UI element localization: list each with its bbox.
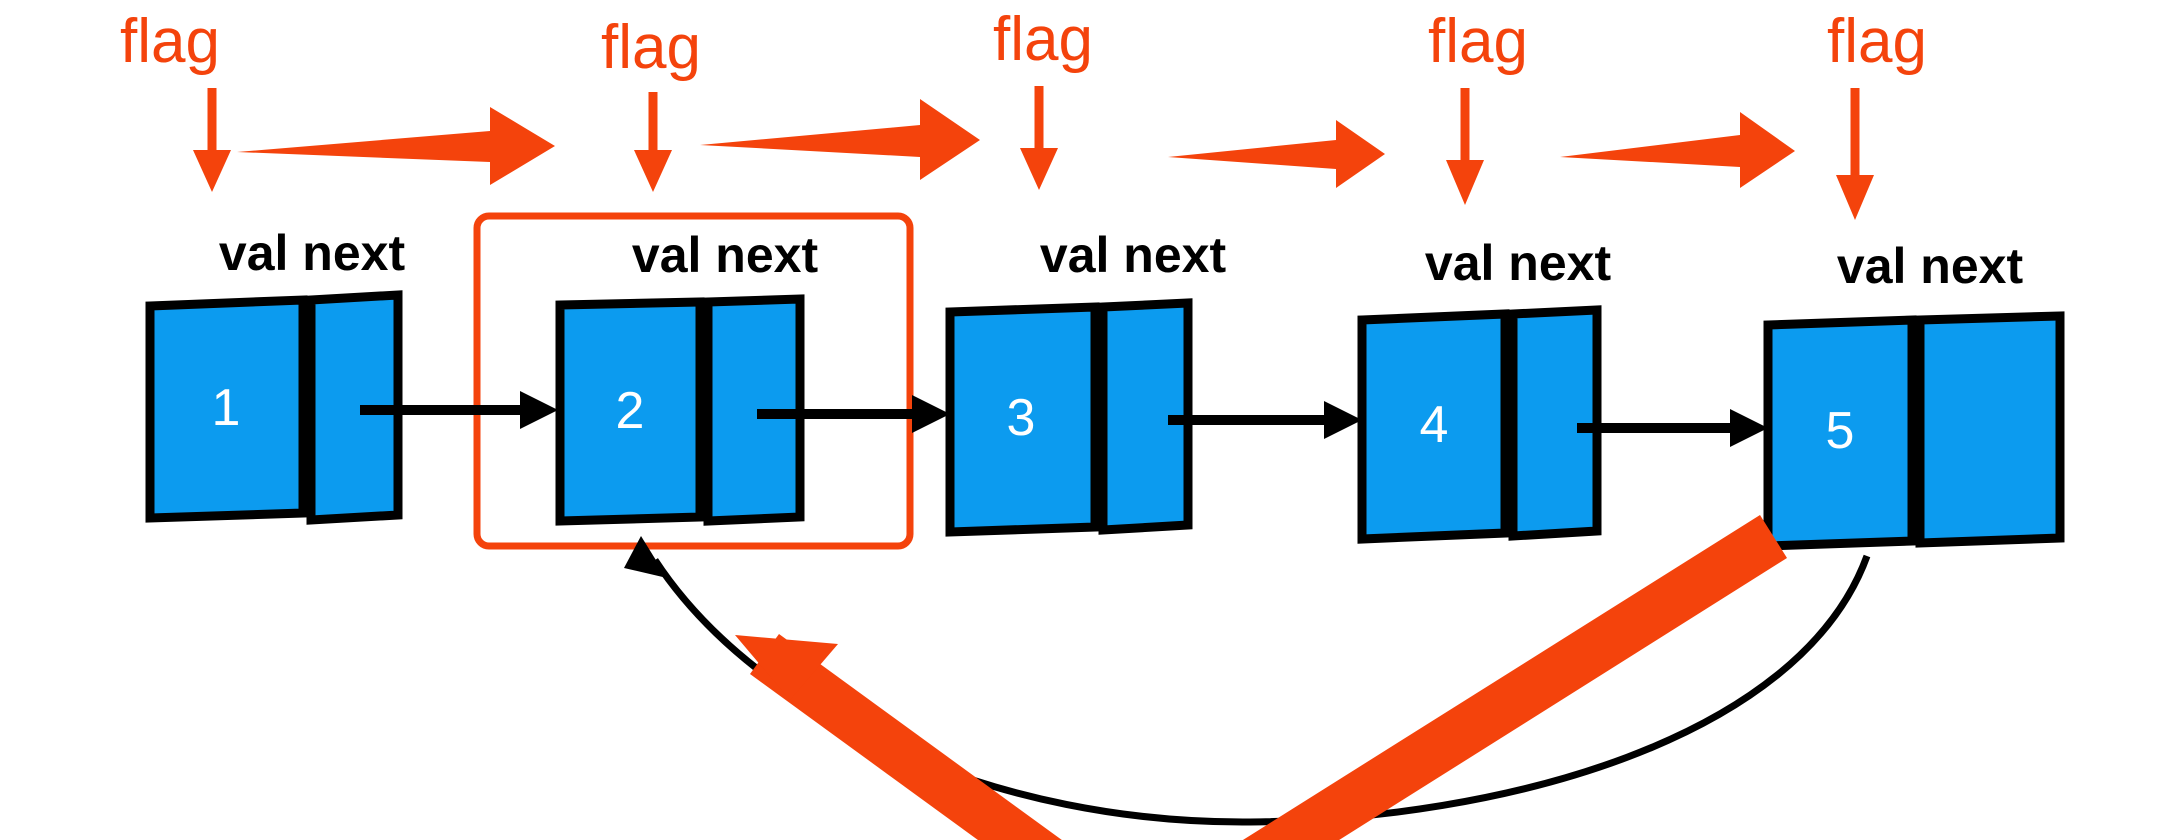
flag-advance-arrow-4 <box>1560 112 1795 188</box>
node-3[interactable]: 3 <box>945 298 1193 537</box>
node-4-val-cell <box>1357 309 1510 544</box>
node-4[interactable]: 4 <box>1357 305 1602 544</box>
flag-advance-arrow-3 <box>1168 120 1385 188</box>
node-3-next-cell <box>1098 298 1193 535</box>
emphasis-arrow-left <box>735 634 1062 840</box>
flag-label-3: flag <box>993 5 1093 74</box>
next-pointer-4-to-5 <box>1577 409 1768 447</box>
node-5-val-cell <box>1763 315 1917 551</box>
next-pointer-3-to-4 <box>1168 401 1362 439</box>
flag-down-arrow-4 <box>1446 88 1484 205</box>
node-5-value: 5 <box>1826 402 1855 460</box>
node-4-value: 4 <box>1420 396 1449 454</box>
node-header-3: val next <box>1040 227 1227 283</box>
node-1[interactable]: 1 <box>145 290 403 525</box>
next-pointer-2-to-3 <box>757 395 950 433</box>
flag-down-arrow-2 <box>634 92 672 192</box>
flag-label-1: flag <box>120 7 220 76</box>
node-2[interactable]: 2 <box>555 294 805 526</box>
node-1-val-cell <box>145 295 308 523</box>
node-5-next-cell <box>1915 311 2065 548</box>
flag-label-2: flag <box>601 13 701 82</box>
flag-down-arrow-5 <box>1836 88 1874 220</box>
node-header-2: val next <box>632 227 819 283</box>
node-2-value: 2 <box>616 382 645 440</box>
node-header-1: val next <box>219 225 406 281</box>
node-1-next-cell <box>306 290 403 525</box>
node-header-5: val next <box>1837 238 2024 294</box>
node-2-val-cell <box>555 297 705 526</box>
highlight-box-node-2 <box>473 212 914 550</box>
node-3-value: 3 <box>1007 389 1036 447</box>
node-4-next-cell <box>1508 305 1602 541</box>
flag-label-5: flag <box>1827 7 1927 76</box>
node-2-next-cell <box>703 294 805 526</box>
flag-down-arrow-1 <box>193 88 231 192</box>
node-5[interactable]: 5 <box>1763 311 2065 551</box>
node-1-value: 1 <box>212 379 241 437</box>
flag-down-arrow-3 <box>1020 86 1058 190</box>
node-3-val-cell <box>945 302 1100 537</box>
node-header-4: val next <box>1425 235 1612 291</box>
next-pointer-1-to-2 <box>360 391 558 429</box>
emphasis-arrow-right <box>1242 515 1787 840</box>
flag-advance-arrow-2 <box>700 99 980 180</box>
flag-label-4: flag <box>1428 7 1528 76</box>
flag-advance-arrow-1 <box>237 107 555 185</box>
